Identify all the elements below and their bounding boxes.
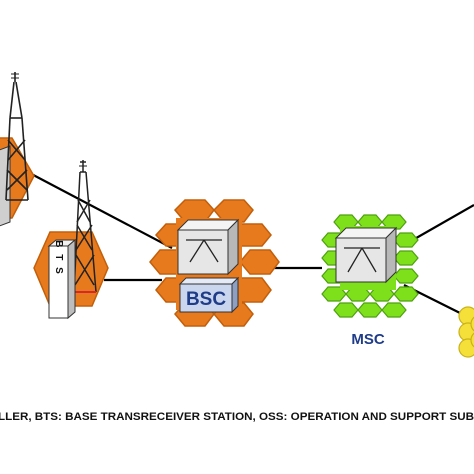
bsc-switch-box [176,218,240,276]
oss-node-partial [458,306,474,358]
switch-icon [344,247,380,273]
tower-top-left [5,72,29,201]
bsc-label: BSC [186,289,226,310]
bts-lower: B T S [33,160,109,320]
msc-label: MSC [351,331,385,348]
bts-top-left [0,72,35,227]
bts-lower-box: B T S [47,238,77,320]
bsc-node: BSC [149,199,280,327]
bts-label: B T S [53,240,64,276]
legend-text: LLER, BTS: BASE TRANSRECEIVER STATION, O… [0,411,474,423]
switch-icon [186,239,222,263]
bsc-label-plate: BSC [178,276,240,314]
msc-node: MSC [321,214,419,348]
msc-switch-box [334,226,398,284]
link-bts-top-to-bsc [19,167,173,249]
